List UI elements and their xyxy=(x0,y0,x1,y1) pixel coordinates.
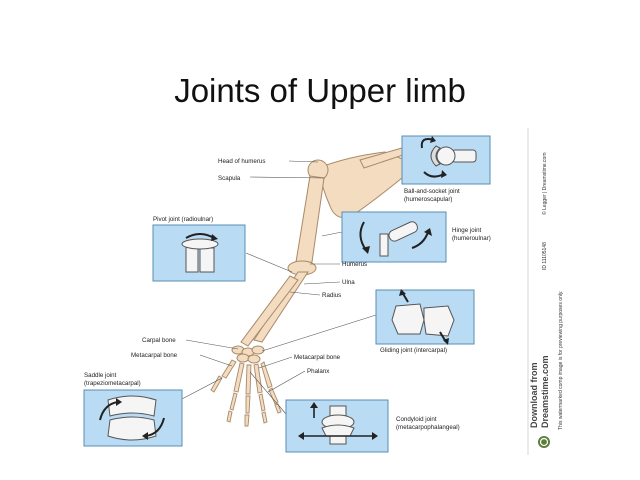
labels: Head of humerus Scapula Ball-and-socket … xyxy=(84,158,491,431)
label-saddle-line1: Saddle joint xyxy=(84,372,117,379)
hinge-joint-box xyxy=(341,211,447,263)
socket-cup xyxy=(430,145,441,167)
label-pivot: Pivot joint (radioulnar) xyxy=(153,216,213,223)
sidebar-id: ID 11105148 xyxy=(542,242,548,270)
slide-title: Joints of Upper limb xyxy=(174,72,466,109)
label-ulna: Ulna xyxy=(342,279,355,286)
leader-lines xyxy=(179,160,377,415)
label-hinge-line2: (humeroulnar) xyxy=(452,235,491,242)
rotation-arrow-icon xyxy=(411,231,429,249)
ball-and-socket-joint-box xyxy=(401,135,491,185)
rotation-arrow-icon xyxy=(145,417,165,437)
carpal-block-left xyxy=(391,303,425,335)
saddle-lower xyxy=(107,416,157,441)
label-ball-socket-line1: Ball-and-socket joint xyxy=(404,188,460,195)
phalanx-base xyxy=(321,424,355,437)
label-head-of-humerus: Head of humerus xyxy=(218,158,265,165)
label-condyloid-line1: Condyloid joint xyxy=(396,416,437,423)
radius-bone xyxy=(240,275,299,347)
label-humerus: Humerus xyxy=(342,261,367,268)
label-metacarpal-bone-left: Metacarpal bone xyxy=(131,352,178,359)
saddle-upper xyxy=(107,395,157,417)
pivot-joint-box xyxy=(152,224,246,282)
carpal-bones xyxy=(231,345,265,364)
ulna-stub xyxy=(199,247,215,273)
ball-head xyxy=(436,146,456,166)
ulna-bone xyxy=(253,271,309,343)
label-gliding: Gliding joint (intercarpal) xyxy=(380,347,447,354)
label-radius: Radius xyxy=(322,292,341,299)
label-condyloid-line2: (metacarpophalangeal) xyxy=(396,424,460,431)
sidebar-brand: Dreamstime.com xyxy=(540,355,550,428)
carpal-block-right xyxy=(423,305,455,337)
watermark-sidebar: © Legger | Dreamstime.com ID 11105148 Th… xyxy=(527,128,564,455)
label-hinge-line1: Hinge joint xyxy=(452,227,482,234)
sidebar-note: This watermarked comp image is for previ… xyxy=(558,291,564,430)
sidebar-brand-small: Download from xyxy=(529,363,539,429)
label-scapula: Scapula xyxy=(218,175,241,182)
gliding-joint-box xyxy=(375,289,475,345)
condyloid-joint-box xyxy=(285,399,389,453)
label-phalanx: Phalanx xyxy=(307,368,330,375)
label-saddle-line2: (trapeziometacarpal) xyxy=(84,380,141,387)
label-ball-socket-line2: (humeroscapular) xyxy=(404,196,453,203)
hinge-arm xyxy=(379,233,389,257)
label-carpal-bone: Carpal bone xyxy=(142,337,176,344)
hinge-barrel xyxy=(388,221,418,242)
saddle-joint-box xyxy=(83,389,183,447)
bones xyxy=(210,147,407,427)
sidebar-credit: © Legger | Dreamstime.com xyxy=(541,152,548,215)
hand-bones xyxy=(210,359,282,427)
rotation-arrow-icon xyxy=(99,401,119,421)
humerus-bone xyxy=(295,175,325,267)
humerus-stub xyxy=(451,149,477,163)
label-metacarpal-bone-right: Metacarpal bone xyxy=(294,354,341,361)
dreamstime-logo-icon xyxy=(538,436,550,448)
